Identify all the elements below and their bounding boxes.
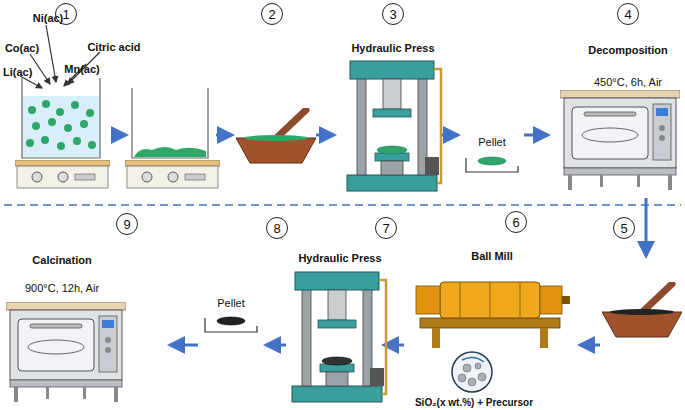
step-number: 2 [268, 7, 275, 22]
step-label: Ni(ac) [33, 12, 64, 25]
callout-circle: 5 [613, 217, 635, 239]
step-label: Decomposition [588, 44, 667, 57]
callout-circle: 3 [382, 3, 404, 25]
callout-circle: 6 [505, 211, 527, 233]
step-number: 8 [273, 221, 280, 236]
step-label: 450°C, 6h, Air [594, 76, 662, 89]
callout-circle: 7 [375, 217, 397, 239]
step-label: Pellet [217, 297, 245, 310]
step-label: Co(ac) [5, 42, 39, 55]
step-label: Calcination [32, 254, 91, 267]
step-label: Pellet [478, 136, 506, 149]
callout-circle: 9 [116, 213, 138, 235]
step-number: 1 [62, 7, 69, 22]
step-number: 3 [389, 7, 396, 22]
step-label: Hydraulic Press [351, 42, 434, 55]
step-label: SiO₂(x wt.%) + Precursor [415, 397, 533, 409]
step-number: 4 [624, 7, 631, 22]
step-label: 900°C, 12h, Air [25, 282, 99, 295]
step-label: Citric acid [87, 41, 140, 54]
step-label: Li(ac) [3, 66, 32, 79]
callout-circle: 2 [261, 3, 283, 25]
step-label: Ball Mill [471, 250, 513, 263]
step-number: 5 [620, 221, 627, 236]
callout-circle: 4 [617, 3, 639, 25]
step-label: Hydraulic Press [298, 252, 381, 265]
step-number: 6 [512, 215, 519, 230]
step-number: 9 [123, 217, 130, 232]
step-number: 7 [382, 221, 389, 236]
step-label: Mn(ac) [64, 63, 99, 76]
callout-circle: 8 [266, 217, 288, 239]
